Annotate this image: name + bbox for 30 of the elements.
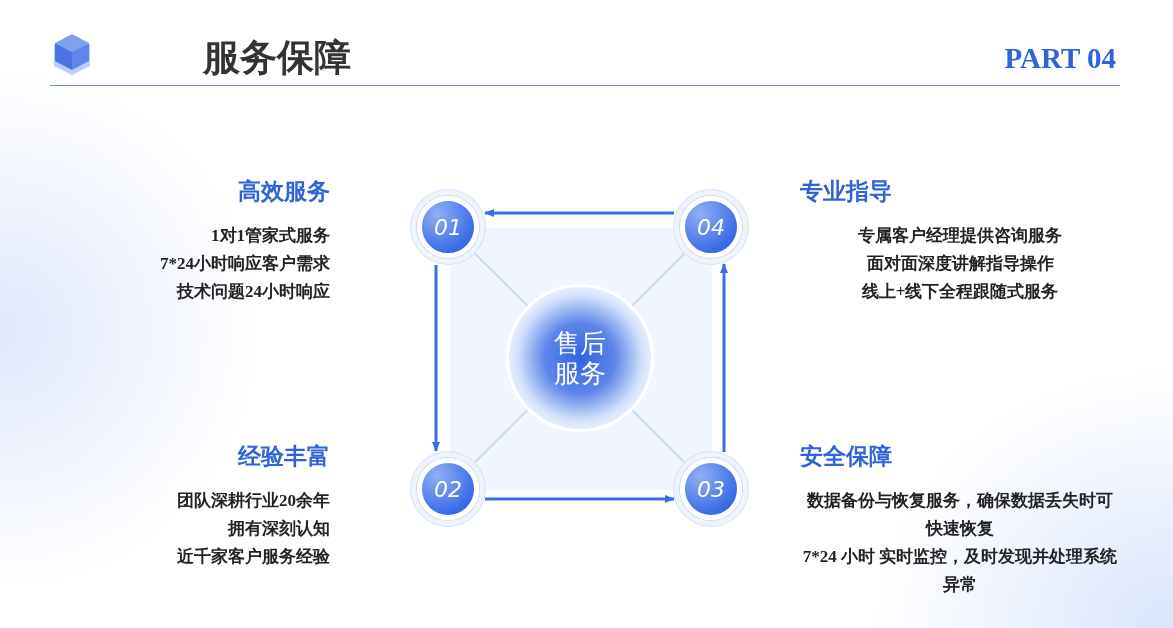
- section-text: 线上+线下全程跟随式服务: [860, 281, 1060, 303]
- section-text: 团队深耕行业20余年: [176, 490, 330, 512]
- section-text: 拥有深刻认知: [226, 518, 330, 540]
- section-heading: 专业指导: [800, 178, 893, 206]
- connector-line: [473, 252, 529, 307]
- section-text: 1对1管家式服务: [210, 225, 330, 247]
- section-text: 面对面深度讲解指导操作: [865, 253, 1055, 275]
- step-number: 03: [697, 476, 725, 502]
- step-number: 04: [697, 214, 725, 240]
- title: 服务保障: [203, 36, 351, 80]
- section-heading: 高效服务: [237, 178, 330, 206]
- connector-line: [631, 409, 686, 464]
- section-text: 近千家客户服务经验: [176, 546, 330, 568]
- part-label: PART 04: [1003, 41, 1116, 76]
- section-text: 技术问题24小时响应: [175, 281, 330, 303]
- connector-line: [631, 252, 686, 307]
- section-heading: 安全保障: [800, 443, 893, 471]
- section-heading: 经验丰富: [237, 443, 330, 471]
- arrow: [432, 265, 440, 452]
- step-number: 02: [434, 476, 462, 502]
- section-text: 7*24小时响应客户需求: [159, 253, 330, 275]
- arrow: [484, 209, 674, 217]
- arrow: [720, 263, 728, 452]
- arrow: [485, 495, 675, 503]
- center-label: 售后服务: [553, 328, 607, 388]
- step-number: 01: [434, 214, 462, 240]
- connector-line: [473, 409, 529, 464]
- section-text: 数据备份与恢复服务，确保数据丢失时可快速恢复: [806, 490, 1114, 540]
- section-text: 专属客户经理提供咨询服务: [857, 225, 1063, 247]
- section-text: 7*24 小时 实时监控，及时发现并处理系统异常: [801, 546, 1119, 596]
